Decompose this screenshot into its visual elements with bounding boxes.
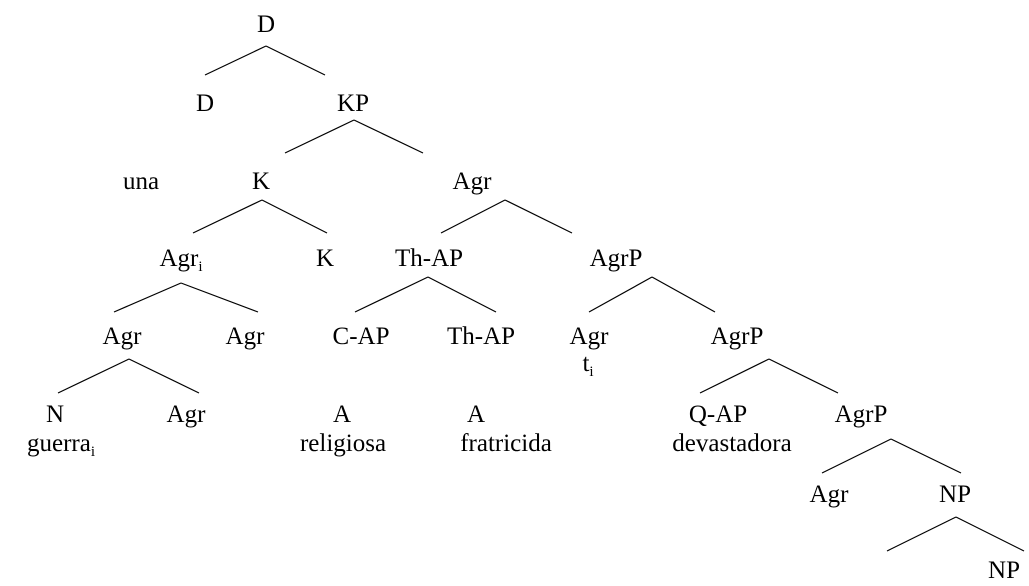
node-agr-l4a: Agr (102, 323, 142, 350)
node-a-2: A (466, 401, 486, 428)
node-th-ap-lower: Th-AP (446, 323, 516, 350)
edge (354, 276, 429, 313)
node-una: una (122, 168, 160, 195)
index-subscript: i (90, 444, 96, 460)
node-c-ap: C-AP (332, 323, 390, 350)
edge (128, 358, 200, 394)
node-k-lower: K (315, 245, 335, 272)
edge (261, 199, 328, 234)
edge (427, 276, 497, 313)
node-agr-i: Agri (159, 245, 203, 275)
node-fratricida: fratricida (460, 430, 552, 457)
index-subscript: i (198, 259, 203, 275)
node-a-1: A (332, 401, 352, 428)
node-np-1: NP (939, 481, 971, 508)
edge (651, 276, 716, 313)
node-np-2: NP (988, 557, 1020, 584)
edge (886, 516, 957, 552)
edge (265, 45, 326, 76)
node-k-upper: K (251, 168, 271, 195)
edge (588, 276, 653, 313)
node-devastadora: devastadora (672, 430, 792, 457)
node-religiosa: religiosa (299, 430, 387, 457)
index-subscript: i (589, 364, 594, 380)
node-agrp-3: AgrP (834, 401, 888, 428)
node-trace: ti (582, 350, 594, 380)
edge (440, 199, 506, 234)
edge (113, 282, 182, 313)
node-agr-l5: Agr (166, 401, 206, 428)
node-agr-upper: Agr (452, 168, 492, 195)
edge (768, 358, 839, 394)
edge (699, 358, 770, 394)
edge (180, 282, 259, 313)
node-d: D (195, 90, 215, 117)
node-agr-l4b: Agr (225, 323, 265, 350)
word-guerra: guerra (26, 430, 91, 457)
edge (890, 438, 962, 474)
node-guerra: guerrai (26, 430, 96, 460)
node-agrp-2: AgrP (710, 323, 764, 350)
edge (284, 119, 355, 154)
node-q-ap: Q-AP (688, 401, 748, 428)
edge (821, 438, 892, 474)
edge (192, 199, 263, 234)
node-th-ap-upper: Th-AP (394, 245, 464, 272)
node-agr-trace: Agr (569, 323, 609, 350)
node-agrp-1: AgrP (589, 245, 643, 272)
node-root-d: D (256, 11, 276, 38)
edge (955, 516, 1025, 552)
node-agr-i-label: Agr (159, 245, 199, 272)
edge (504, 199, 573, 234)
node-agr-l6: Agr (809, 481, 849, 508)
node-n: N (45, 401, 65, 428)
edge (57, 358, 130, 394)
node-kp: KP (337, 90, 369, 117)
edge (353, 119, 424, 154)
edge (204, 45, 267, 76)
trace-label: t (582, 350, 590, 377)
